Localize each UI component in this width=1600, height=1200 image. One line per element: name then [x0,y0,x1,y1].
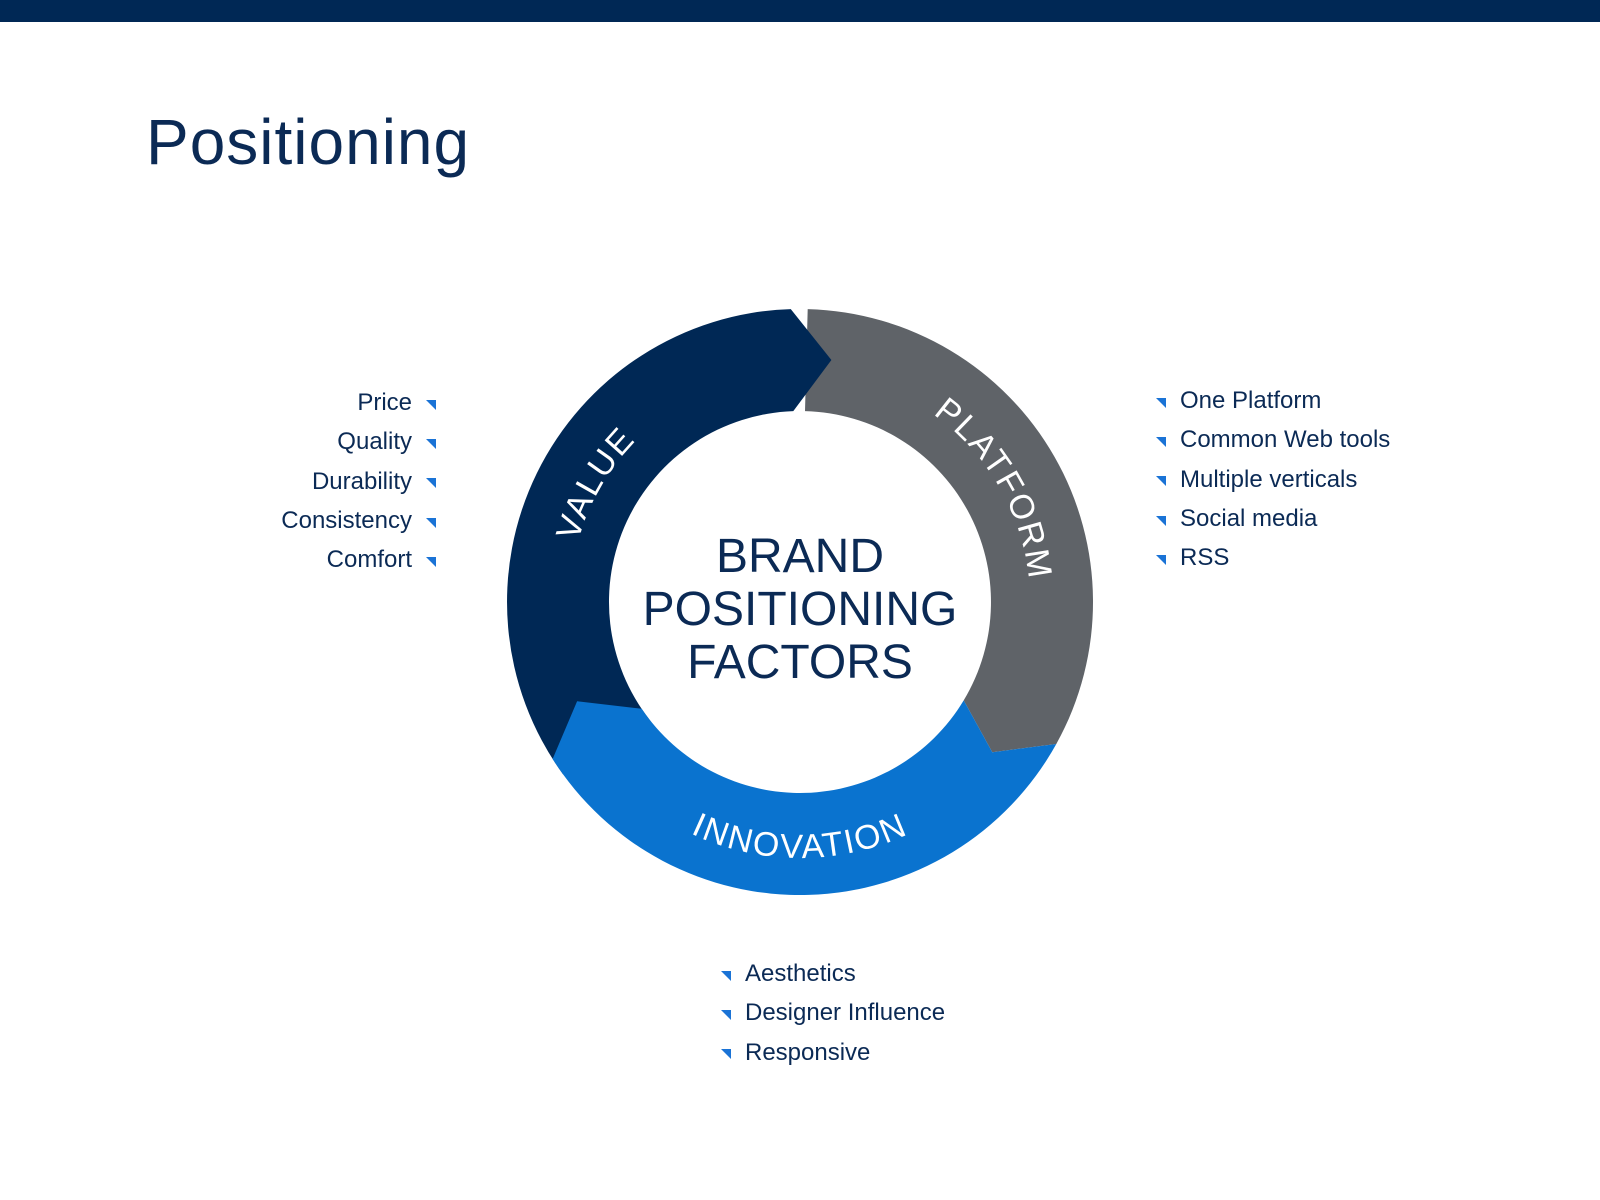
list-item: Responsive [719,1033,945,1072]
center-line: FACTORS [687,636,913,689]
list-item: Designer Influence [719,993,945,1032]
innovation-factors-list: Aesthetics Designer Influence Responsive [719,954,945,1072]
platform-factors-list: One Platform Common Web tools Multiple v… [1154,381,1390,577]
bullet-triangle-icon [426,517,436,528]
value-segment [507,309,832,775]
bullet-triangle-icon [1156,515,1166,526]
list-item: Quality [281,422,450,461]
top-bar [0,0,1600,22]
bullet-triangle-icon [426,399,436,410]
list-item: One Platform [1154,381,1390,420]
list-item: Multiple verticals [1154,460,1390,499]
value-factors-list: Price Quality Durability Consistency Com… [281,383,450,579]
bullet-triangle-icon [1156,476,1166,487]
page-title: Positioning [146,106,471,178]
list-item: Social media [1154,499,1390,538]
list-item: RSS [1154,538,1390,577]
bullet-triangle-icon [721,970,731,981]
list-item: Comfort [281,540,450,579]
list-item: Price [281,383,450,422]
bullet-triangle-icon [1156,397,1166,408]
bullet-triangle-icon [1156,554,1166,565]
bullet-triangle-icon [721,1049,731,1060]
center-title: BRAND POSITIONING FACTORS [600,530,1000,689]
bullet-triangle-icon [426,438,436,449]
list-item: Aesthetics [719,954,945,993]
bullet-triangle-icon [426,556,436,567]
list-item: Common Web tools [1154,420,1390,459]
innovation-segment [552,700,1057,896]
bullet-triangle-icon [426,478,436,489]
bullet-triangle-icon [721,1009,731,1020]
platform-segment [805,309,1094,753]
bullet-triangle-icon [1156,436,1166,447]
list-item: Durability [281,462,450,501]
center-line: POSITIONING [642,583,958,636]
center-line: BRAND [715,530,885,583]
list-item: Consistency [281,501,450,540]
